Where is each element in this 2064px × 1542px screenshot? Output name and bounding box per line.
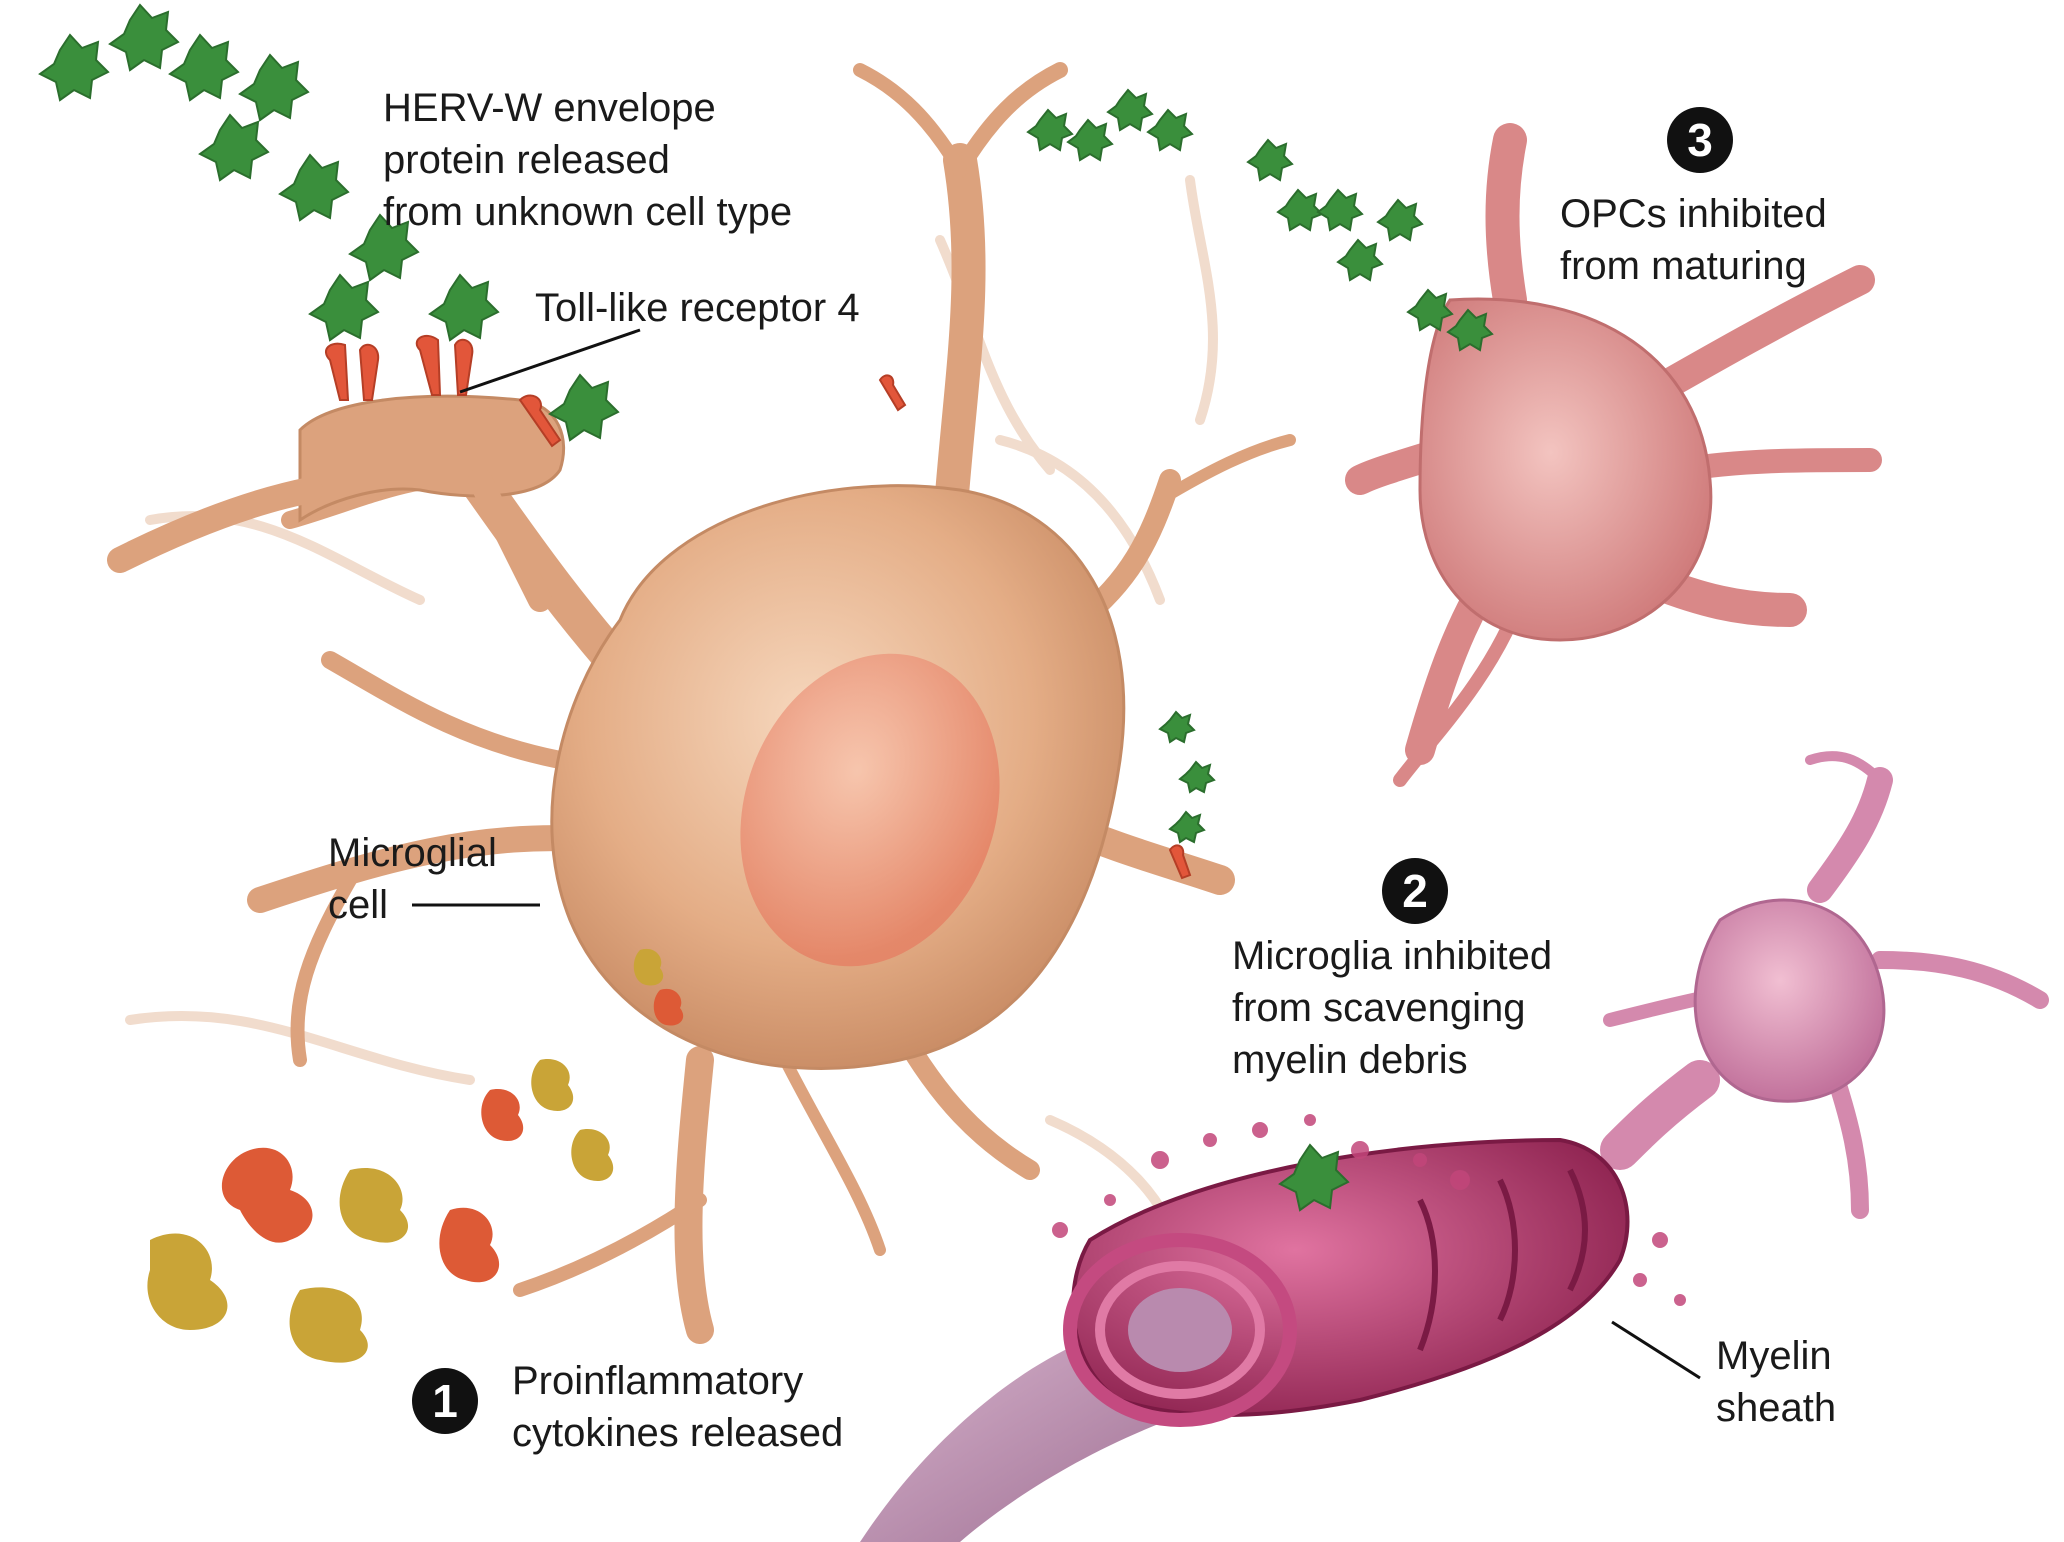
myelin-leader-line — [1611, 1320, 1701, 1380]
toll-like-receptors — [325, 334, 1192, 880]
label-toll-like-receptor-4: Toll-like receptor 4 — [535, 286, 860, 330]
nucleus — [740, 653, 1000, 967]
label-opcs-inhibited: OPCs inhibited from maturing — [1560, 192, 1827, 288]
cytokine-particles — [147, 948, 684, 1363]
step-number-3: 3 — [1667, 107, 1733, 173]
opc-cell — [1345, 123, 1882, 787]
tlr4-leader-line — [459, 328, 641, 394]
label-herv-w-envelope: HERV-W envelope protein released from un… — [383, 86, 793, 234]
label-microglia-inhibited: Microglia inhibited from scavenging myel… — [1232, 934, 1553, 1082]
label-myelin-sheath: Myelin sheath — [1716, 1334, 1837, 1430]
step-number-1: 1 — [412, 1368, 478, 1434]
herv-w-protein-particles — [38, 3, 1494, 1212]
step-number-2: 2 — [1382, 858, 1448, 924]
receptor-cell-process — [107, 394, 566, 612]
leader-lines — [412, 328, 1701, 1380]
label-proinflammatory-cytokines: Proinflammatory cytokines released — [512, 1359, 844, 1455]
label-microglial-cell: Microglial cell — [328, 831, 497, 927]
axon-and-myelin — [860, 1137, 1630, 1542]
myelin-debris — [1052, 1114, 1686, 1306]
oligodendrocyte — [1600, 751, 2049, 1219]
microglial-cell-body — [550, 484, 1126, 1071]
